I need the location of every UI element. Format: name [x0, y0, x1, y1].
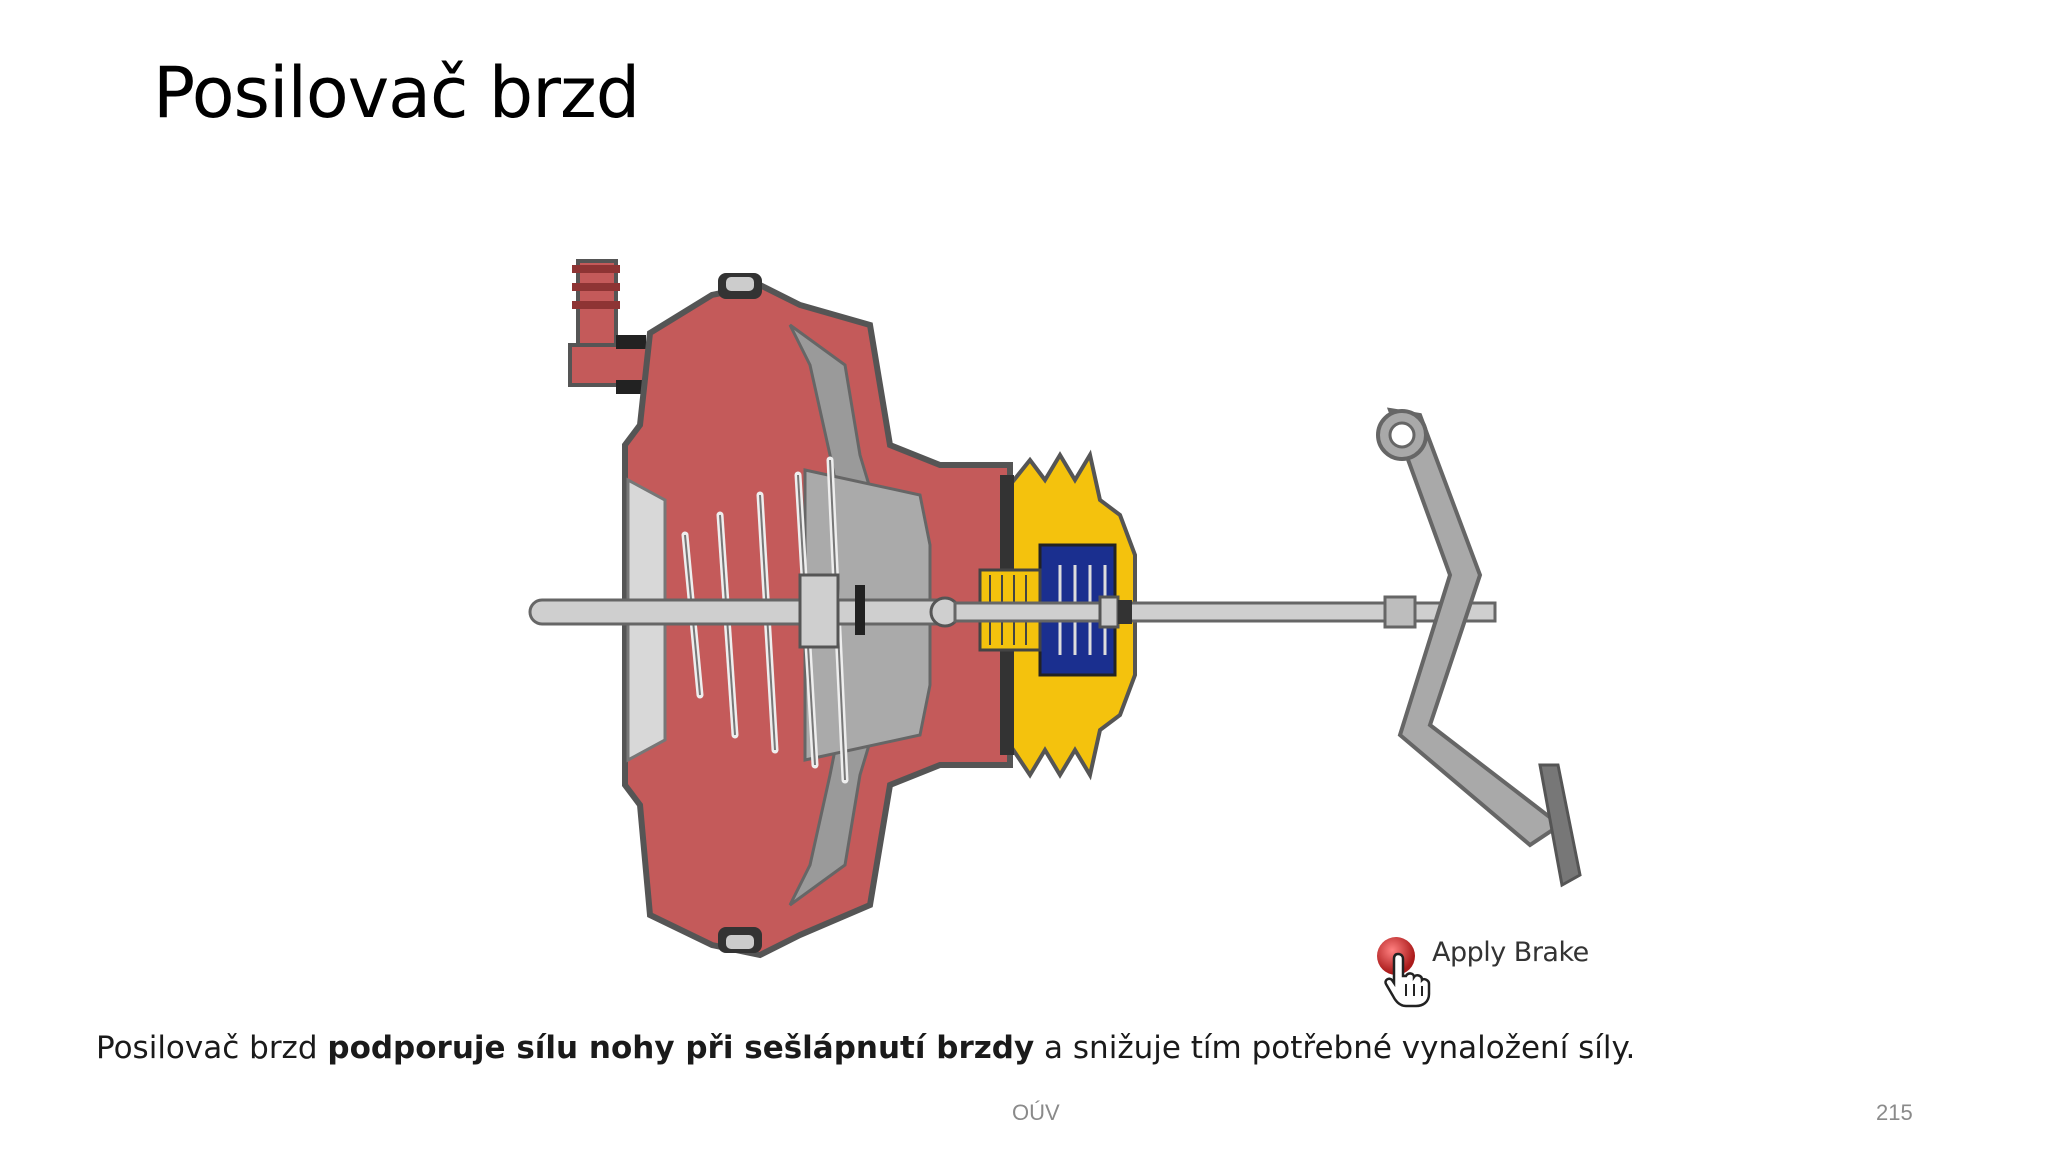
- body-text-bold: podporuje sílu nohy při sešlápnutí brzdy: [327, 1030, 1035, 1066]
- slide-body-text: Posilovač brzd podporuje sílu nohy při s…: [96, 1030, 1635, 1066]
- slide-title: Posilovač brzd: [153, 52, 640, 134]
- footer-label: OÚV: [1012, 1100, 1060, 1125]
- brake-booster-diagram: [500, 245, 1640, 1005]
- apply-brake-label[interactable]: Apply Brake: [1432, 937, 1589, 968]
- body-text-part1: Posilovač brzd: [96, 1030, 328, 1066]
- vacuum-inlet-fitting: [568, 259, 652, 394]
- hand-cursor-icon: [1384, 952, 1431, 1008]
- body-text-part2: a snižuje tím potřebné vynaložení síly.: [1034, 1030, 1636, 1066]
- brake-pedal: [1376, 407, 1582, 888]
- push-rod: [528, 598, 962, 626]
- input-rod: [953, 601, 1497, 623]
- page-number: 215: [1876, 1100, 1913, 1125]
